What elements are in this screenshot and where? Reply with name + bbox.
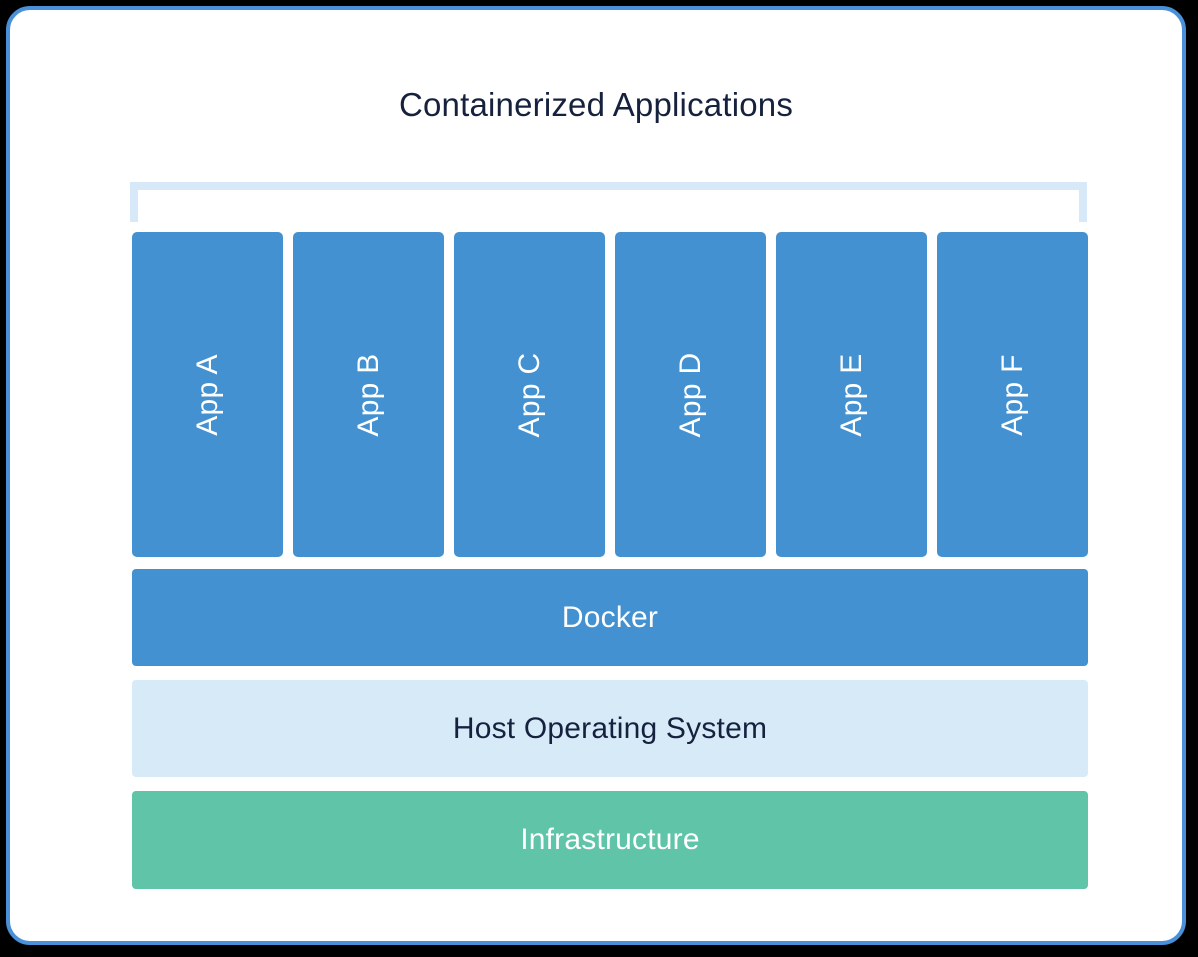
- app-box-a[interactable]: App A: [132, 232, 283, 557]
- app-box-d[interactable]: App D: [615, 232, 766, 557]
- diagram-panel: Containerized Applications App A App B A…: [6, 6, 1186, 945]
- containerization-bracket: [130, 182, 1087, 222]
- app-label: App F: [995, 353, 1029, 436]
- layer-host-operating-system[interactable]: Host Operating System: [132, 680, 1088, 777]
- app-label: App E: [834, 352, 868, 437]
- app-label: App B: [351, 352, 385, 437]
- app-label: App C: [512, 352, 546, 437]
- app-box-c[interactable]: App C: [454, 232, 605, 557]
- app-box-b[interactable]: App B: [293, 232, 444, 557]
- layer-infrastructure[interactable]: Infrastructure: [132, 791, 1088, 889]
- page-title: Containerized Applications: [398, 86, 794, 123]
- application-row: App A App B App C App D App E App F: [132, 232, 1088, 557]
- app-label: App D: [673, 352, 707, 437]
- app-box-f[interactable]: App F: [937, 232, 1088, 557]
- app-box-e[interactable]: App E: [776, 232, 927, 557]
- app-label: App A: [190, 353, 224, 436]
- layer-docker[interactable]: Docker: [132, 569, 1088, 666]
